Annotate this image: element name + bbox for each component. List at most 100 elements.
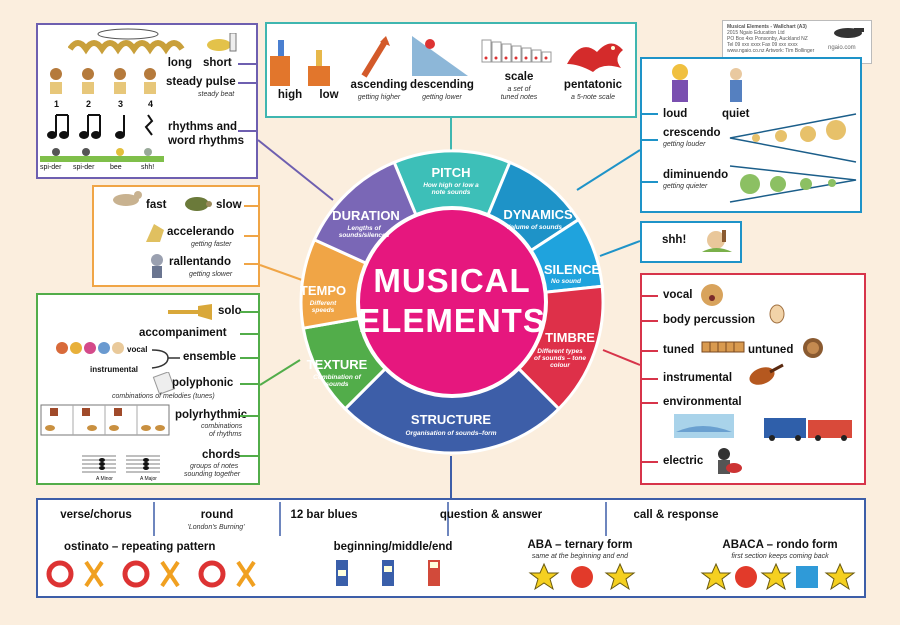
steady-pulse-label: steady pulse <box>166 76 236 88</box>
clapping-hands-icon <box>769 304 785 324</box>
word-rhythms-label: word rhythms <box>168 135 245 147</box>
environmental-scene-icon <box>674 414 852 441</box>
word-bee: bee <box>110 164 122 171</box>
grass-spiders-icon <box>40 148 164 162</box>
instrumental-timbre-label: instrumental <box>663 372 733 384</box>
vocal-label: vocal <box>663 289 693 301</box>
polyphonic-scroll-icon <box>152 372 176 394</box>
short-label: short <box>203 57 232 69</box>
electric-label: electric <box>663 455 704 467</box>
abaca-sub: first section keeps coming back <box>731 553 829 560</box>
rallentando-label: rallentando <box>169 256 231 268</box>
solo-label: solo <box>218 305 242 317</box>
scale-sub1: a set of <box>507 86 531 93</box>
ascending-sub: getting higher <box>357 94 401 101</box>
bottles-bme-icon <box>336 560 440 586</box>
chord-a-major: A Major <box>140 476 157 482</box>
round-label: round <box>200 509 234 521</box>
info-line1: Musical Elements - Wallchart (A3) <box>727 24 807 30</box>
diminuendo-sub: getting quieter <box>663 183 708 190</box>
abaca-shapes-icon <box>700 562 856 591</box>
publisher-logo-icon <box>834 28 864 38</box>
publisher-info: Musical Elements - Wallchart (A3) 2015 N… <box>722 20 872 64</box>
beginning-middle-end-label: beginning/middle/end <box>333 541 453 553</box>
untuned-drum-icon <box>803 338 823 358</box>
short-note-icon <box>207 33 237 52</box>
rhythm-notes-icon <box>47 114 154 139</box>
dynamics-ticks <box>640 113 658 183</box>
vocal-texture-label: vocal <box>127 345 148 354</box>
pitch-subtitle: How high or low a note sounds <box>423 182 479 196</box>
dynamics-subtitle: Volume of sounds <box>505 224 563 231</box>
high-low-stairs-icon <box>270 40 330 86</box>
fast-label: fast <box>146 199 167 211</box>
chords-label: chords <box>202 449 241 461</box>
tempo-subtitle: Different speeds <box>309 300 337 314</box>
untuned-label: untuned <box>748 344 794 356</box>
silence-panel <box>640 221 742 263</box>
info-line2: 2015 Ngaio Education Ltd <box>727 30 785 36</box>
chords-sub2: sounding together <box>184 471 241 478</box>
accompaniment-label: accompaniment <box>139 327 227 339</box>
pitch-title: PITCH <box>431 165 471 180</box>
tempo-ticks <box>244 205 260 265</box>
silence-title: SILENCE <box>543 262 601 277</box>
ostinato-pattern-icon <box>46 560 256 588</box>
scale-sub2: tuned notes <box>500 94 538 101</box>
pentatonic-sub: a 5-note scale <box>571 94 615 101</box>
twelve-bar-blues-label: 12 bar blues <box>290 509 358 521</box>
accelerando-figure-icon <box>146 224 164 242</box>
word-spider-1: spi-der <box>40 164 62 171</box>
skier-descending-icon <box>412 36 468 76</box>
beat-4: 4 <box>148 99 154 109</box>
steady-beat-label: steady beat <box>198 91 235 98</box>
timbre-subtitle: Different types of sounds – tone colour <box>534 348 586 369</box>
beat-3: 3 <box>118 99 124 109</box>
duration-subtitle: Lengths of sounds/silences <box>338 225 390 239</box>
crescendo-label: crescendo <box>663 127 721 139</box>
call-response-label: call & response <box>633 509 719 521</box>
center-circle <box>356 206 548 398</box>
chord-staves-icon <box>82 455 160 473</box>
texture-subtitle: Combination of sounds <box>313 374 361 388</box>
texture-panel <box>36 293 260 485</box>
trumpet-solo-icon <box>168 304 212 320</box>
word-shh: shh! <box>141 164 155 171</box>
scale-label: scale <box>504 71 534 83</box>
violin-icon <box>749 363 784 385</box>
tortoise-slow-icon <box>185 197 212 211</box>
ostinato-label: ostinato – repeating pattern <box>64 541 216 553</box>
verse-chorus-label: verse/chorus <box>60 509 132 521</box>
abaca-label: ABACA – rondo form <box>722 539 838 551</box>
tempo-title: TEMPO <box>299 283 347 298</box>
pentatonic-label: pentatonic <box>563 79 623 91</box>
info-line3: PO Box 4xx Ponsonby, Auckland NZ <box>727 36 808 42</box>
instrumental-texture-label: instrumental <box>90 365 139 374</box>
shh-character-icon <box>702 230 732 252</box>
caterpillar-long-icon <box>68 28 185 55</box>
descending-sub: getting lower <box>422 94 462 101</box>
timbre-ticks <box>640 295 658 463</box>
polyrhythmic-sub1: combinations <box>201 423 243 430</box>
polyphonic-sub: combinations of melodies (tunes) <box>112 393 215 400</box>
crescendo-sub: getting louder <box>663 141 706 148</box>
tuned-label: tuned <box>663 344 695 356</box>
duration-title: DURATION <box>332 208 400 223</box>
rallentando-figure-icon <box>151 254 163 278</box>
aba-shapes-icon <box>528 562 636 591</box>
aba-sub: same at the beginning and end <box>531 553 629 560</box>
aba-label: ABA – ternary form <box>527 539 633 551</box>
dragon-pentatonic-icon <box>567 43 623 72</box>
texture-title: TEXTURE <box>306 357 368 372</box>
structure-title: STRUCTURE <box>410 412 492 427</box>
hare-fast-icon <box>113 191 142 206</box>
environmental-label: environmental <box>663 396 742 408</box>
chord-a-minor: A Minor <box>96 476 113 482</box>
polyrhythm-grid-icon <box>40 404 170 436</box>
drummers-icon <box>50 68 156 94</box>
high-label: high <box>277 89 303 101</box>
quiet-label: quiet <box>722 108 750 120</box>
